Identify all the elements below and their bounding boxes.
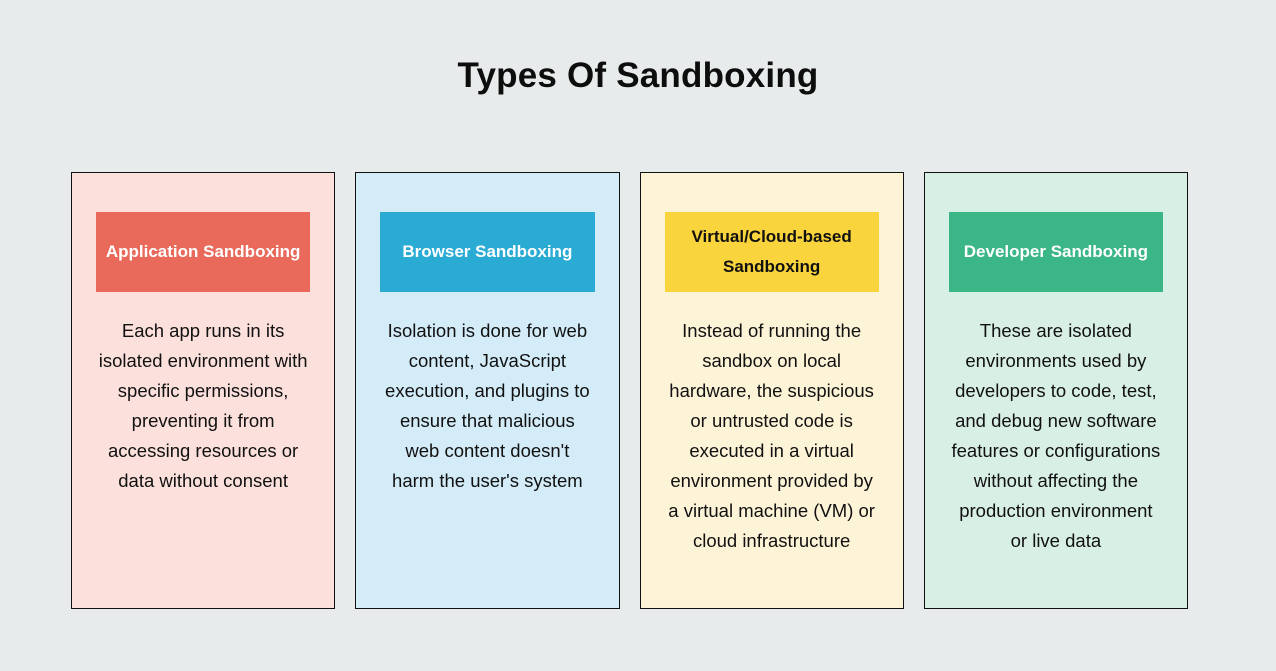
card-header-application-sandboxing: Application Sandboxing xyxy=(96,212,311,292)
card-body-developer-sandboxing: These are isolated environments used by … xyxy=(951,320,1161,551)
card-body-virtual-cloud-based-sandboxing: Instead of running the sandbox on local … xyxy=(668,320,875,551)
card-virtual-cloud-based-sandboxing: Virtual/Cloud-based Sandboxing Instead o… xyxy=(639,172,904,609)
card-body-application-sandboxing: Each app runs in its isolated environmen… xyxy=(98,320,308,491)
card-header-developer-sandboxing: Developer Sandboxing xyxy=(948,212,1163,292)
card-header-virtual-cloud-based-sandboxing: Virtual/Cloud-based Sandboxing xyxy=(664,212,879,292)
card-application-sandboxing: Application Sandboxing Each app runs in … xyxy=(71,172,336,609)
card-header-browser-sandboxing: Browser Sandboxing xyxy=(380,212,595,292)
card-browser-sandboxing: Browser Sandboxing Isolation is done for… xyxy=(355,172,620,609)
card-body-browser-sandboxing: Isolation is done for web content, JavaS… xyxy=(385,320,590,491)
card-developer-sandboxing: Developer Sandboxing These are isolated … xyxy=(923,172,1188,609)
card-grid: Application Sandboxing Each app runs in … xyxy=(71,172,1188,609)
page-title: Types Of Sandboxing xyxy=(457,56,819,95)
